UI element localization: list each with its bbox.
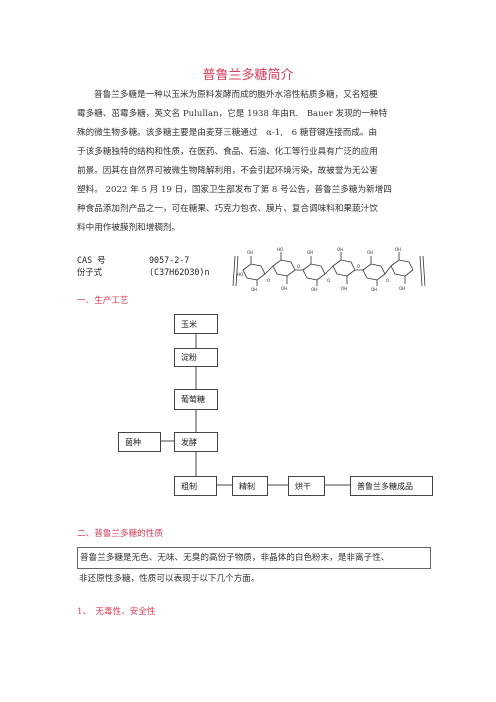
- svg-text:OH: OH: [307, 250, 313, 255]
- property-value: 9057-2-7: [149, 255, 190, 265]
- flow-step-product: 普鲁兰多糖成品: [350, 476, 433, 496]
- intro-line: 种食品添加剂产品之一，可在糖果、巧克力包衣、膜片、复合调味料和果蔬汁饮: [77, 204, 378, 214]
- compound-properties: CAS 号 9057-2-7 份子式 (C37H62O30)n: [77, 254, 210, 278]
- intro-line: 塑料。 2022 年 5 月 19 日，国家卫生部发布了第 8 号公告，普鲁兰多…: [77, 185, 392, 195]
- svg-text:O: O: [327, 278, 330, 283]
- svg-text:O: O: [297, 264, 300, 269]
- document-title: 普鲁兰多糖简介: [202, 68, 294, 83]
- properties-paragraph: 普鲁兰多糖是无色、无味、无臭的高份子物质，非晶体的白色粉末，是非离子性、 非还原…: [77, 547, 431, 589]
- flow-step-corn: 玉米: [174, 314, 218, 334]
- svg-text:HO: HO: [237, 272, 243, 277]
- intro-line: 料中用作被膜剂和增稠剂。: [77, 223, 181, 233]
- svg-text:O: O: [386, 278, 389, 283]
- property-key: 份子式: [77, 267, 103, 277]
- svg-text:OH: OH: [251, 287, 257, 292]
- flow-step-strain: 菌种: [118, 432, 161, 452]
- intro-paragraph: 普鲁兰多糖是一种以玉米为原料发酵而成的胞外水溶性粘质多糖，又名短梗 霉多糖、茁霉…: [77, 86, 429, 238]
- intro-line: 前景。因其在自然界可被微生物降解利用，不会引起环境污染，故被誉为无公害: [77, 166, 378, 176]
- section-heading-properties: 二、普鲁兰多糖的性质: [77, 529, 163, 539]
- property-row: 份子式 (C37H62O30)n: [77, 266, 210, 278]
- property-row: CAS 号 9057-2-7: [77, 254, 210, 266]
- svg-text:OH: OH: [311, 287, 317, 292]
- intro-line: 普鲁兰多糖是一种以玉米为原料发酵而成的胞外水溶性粘质多糖，又名短梗: [94, 90, 378, 100]
- property-key: CAS 号: [77, 255, 106, 265]
- flow-step-crude: 粗制: [174, 476, 217, 496]
- svg-text:HO: HO: [277, 247, 283, 252]
- intro-line: 霉多糖、茁霉多糖，英文名 Pulullan，它是 1938 年由R. Bauer…: [77, 109, 388, 119]
- svg-text:O: O: [357, 264, 360, 269]
- subheading-nontoxic: 1、 无毒性、安全性: [77, 607, 156, 617]
- flow-step-dry: 烘干: [288, 476, 325, 496]
- svg-text:OH: OH: [247, 250, 253, 255]
- flow-step-starch: 淀粉: [174, 348, 218, 367]
- svg-text:OH: OH: [371, 287, 377, 292]
- flow-step-fermentation: 发酵: [174, 432, 218, 452]
- properties-line: 非还原性多糖，性质可以表现于以下几个方面。: [79, 574, 260, 584]
- intro-line: 殊的微生物多糖。该多糖主要是由麦芽三糖通过 α-1, 6 糖苷键连接而成。由: [77, 128, 378, 138]
- svg-text:OH: OH: [395, 247, 401, 252]
- flow-step-glucose: 葡萄糖: [174, 389, 218, 410]
- svg-text:OH: OH: [367, 250, 373, 255]
- property-value: (C37H62O30)n: [149, 267, 210, 277]
- section-heading-production: 一、生产工艺: [77, 296, 129, 306]
- svg-text:OH: OH: [341, 286, 347, 291]
- molecular-structure-image: OH HO OH OH OH OH OH OH OH OH OH OH HO O O O O O: [232, 247, 426, 292]
- svg-text:OH: OH: [337, 247, 343, 252]
- flow-step-refine: 精制: [232, 476, 268, 496]
- svg-text:O: O: [267, 278, 270, 283]
- svg-text:OH: OH: [399, 286, 405, 291]
- svg-text:OH: OH: [281, 286, 287, 291]
- properties-line: 普鲁兰多糖是无色、无味、无臭的高份子物质，非晶体的白色粉末，是非离子性、: [77, 547, 431, 569]
- intro-line: 于该多糖独特的结构和性质，在医药、食品、石油、化工等行业具有广泛的应用: [77, 147, 378, 157]
